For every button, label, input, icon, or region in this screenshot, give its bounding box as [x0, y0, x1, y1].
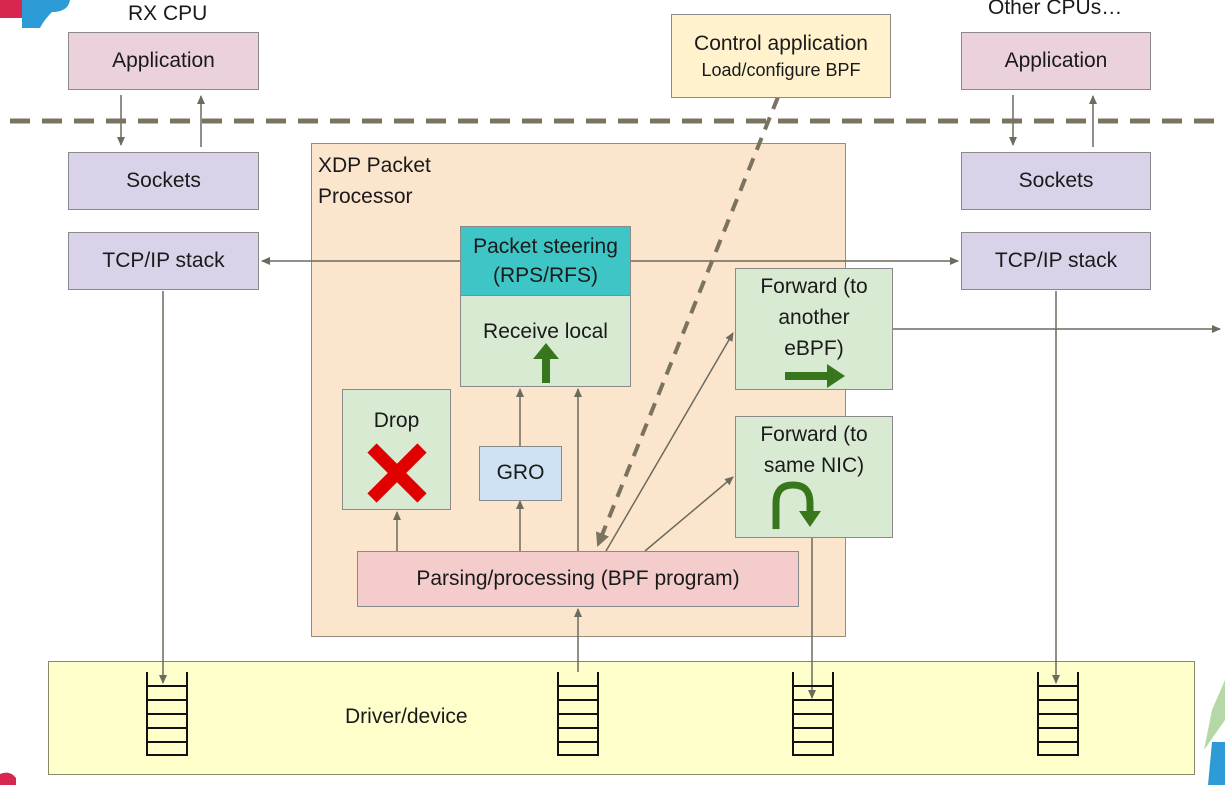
parsing-processing-box: Parsing/processing (BPF program) — [357, 551, 799, 607]
gro-box: GRO — [479, 446, 562, 501]
forward-nic-line1: Forward (to — [760, 423, 868, 446]
corner-decoration-bottom-right — [1198, 680, 1225, 785]
forward-ebpf-line2: another — [778, 306, 850, 329]
forward-nic-line2: same NIC) — [763, 454, 865, 477]
xdp-title-line1: XDP Packet — [318, 154, 431, 177]
sockets-left-label: Sockets — [126, 168, 201, 192]
forward-ebpf-line1: Forward (to — [760, 275, 868, 298]
xdp-processor-title: XDP Packet Processor — [318, 150, 431, 212]
forward-ebpf-box: Forward (to another eBPF) — [735, 268, 893, 390]
drop-label: Drop — [373, 409, 420, 432]
driver-device-region — [48, 661, 1195, 775]
sockets-box-right: Sockets — [961, 152, 1151, 210]
queue-other-cpu — [1037, 672, 1079, 761]
queue-rx-cpu — [146, 672, 188, 761]
sockets-box-left: Sockets — [68, 152, 259, 210]
application-box-right: Application — [961, 32, 1151, 90]
driver-device-label: Driver/device — [345, 705, 468, 728]
control-app-subtitle: Load/configure BPF — [701, 60, 861, 81]
sockets-right-label: Sockets — [1018, 168, 1094, 192]
ring-buffer-icon — [146, 672, 188, 756]
receive-local-box: Receive local — [460, 292, 631, 387]
gro-label: GRO — [496, 461, 545, 485]
corner-decoration-bottom-left — [0, 770, 20, 785]
tcpip-right-label: TCP/IP stack — [994, 248, 1118, 272]
drop-box: Drop — [342, 389, 451, 510]
tcpip-left-label: TCP/IP stack — [102, 248, 225, 272]
green-up-arrow-icon — [533, 343, 559, 383]
forward-ebpf-line3: eBPF) — [784, 337, 844, 360]
red-x-icon — [367, 443, 427, 503]
application-box-left: Application — [68, 32, 259, 90]
application-left-label: Application — [112, 48, 215, 72]
parsing-label: Parsing/processing (BPF program) — [416, 566, 740, 590]
packet-steering-box: Packet steering (RPS/RFS) — [460, 226, 631, 296]
receive-local-label: Receive local — [483, 320, 608, 343]
xdp-title-line2: Processor — [318, 185, 413, 208]
rx-cpu-label: RX CPU — [128, 2, 208, 25]
queue-same-nic-tx — [792, 672, 834, 761]
application-right-label: Application — [1004, 48, 1108, 72]
queue-xdp-input — [557, 672, 599, 761]
green-right-arrow-icon — [785, 364, 845, 388]
other-cpus-label: Other CPUs… — [988, 0, 1123, 19]
ring-buffer-icon — [792, 672, 834, 756]
forward-nic-box: Forward (to same NIC) — [735, 416, 893, 538]
steering-line2: (RPS/RFS) — [493, 264, 598, 287]
green-u-turn-arrow-icon — [772, 481, 821, 529]
tcpip-stack-box-right: TCP/IP stack — [961, 232, 1151, 290]
ring-buffer-icon — [1037, 672, 1079, 756]
steering-line1: Packet steering — [473, 234, 618, 258]
control-application-box: Control application Load/configure BPF — [671, 14, 891, 98]
tcpip-stack-box-left: TCP/IP stack — [68, 232, 259, 290]
control-app-title: Control application — [694, 31, 868, 55]
corner-decoration-top-left — [0, 0, 72, 28]
ring-buffer-icon — [557, 672, 599, 756]
